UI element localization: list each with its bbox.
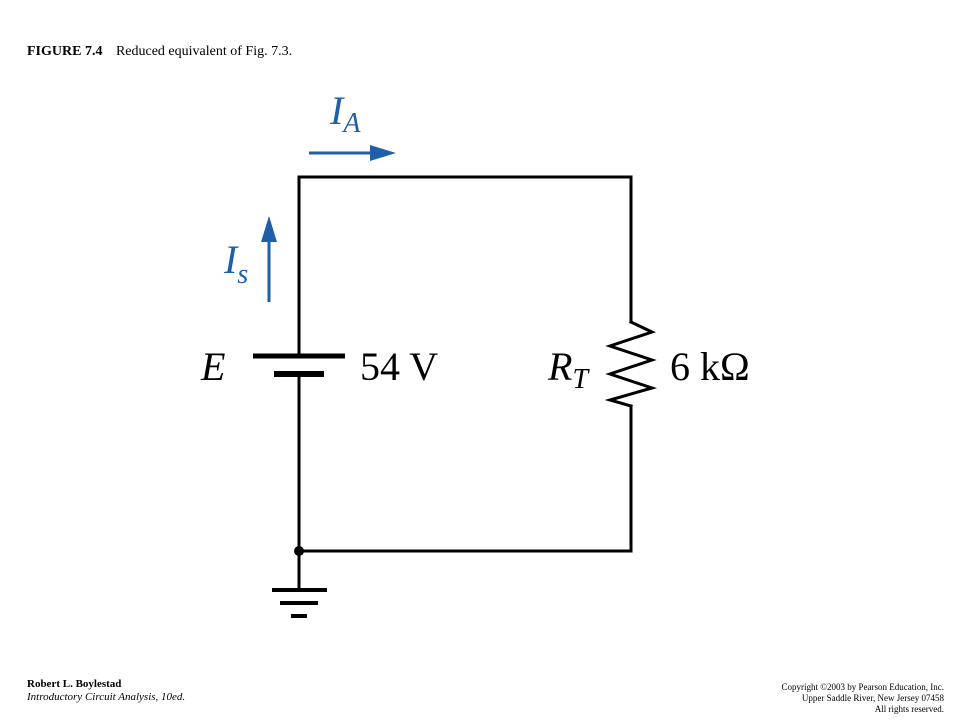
ground-icon — [272, 588, 327, 618]
junction-dot — [294, 546, 304, 556]
resistor-symbol — [604, 320, 658, 408]
current-label-ia: IA — [329, 88, 361, 139]
source-value-label: 54 V — [360, 344, 438, 389]
figure-caption: FIGURE 7.4 Reduced equivalent of Fig. 7.… — [27, 44, 292, 60]
resistor-symbol-label: RT — [547, 344, 590, 395]
footer-credits: Robert L. Boylestad Introductory Circuit… — [27, 678, 185, 704]
footer-author: Robert L. Boylestad — [27, 678, 122, 690]
figure-number: FIGURE 7.4 — [27, 44, 103, 59]
rights-line: All rights reserved. — [874, 704, 944, 714]
figure-description: Reduced equivalent of Fig. 7.3. — [115, 44, 293, 59]
footer-copyright: Copyright ©2003 by Pearson Education, In… — [781, 682, 944, 715]
source-symbol-label: E — [200, 344, 225, 389]
address-line: Upper Saddle River, New Jersey 07458 — [801, 693, 944, 703]
current-arrow-is — [261, 216, 277, 302]
resistor-value-label: 6 kΩ — [670, 344, 750, 389]
current-arrow-ia — [309, 145, 396, 161]
copyright-line: Copyright ©2003 by Pearson Education, In… — [781, 682, 944, 692]
current-label-is: Is — [223, 237, 248, 290]
footer-book: Introductory Circuit Analysis, 10ed. — [27, 691, 186, 703]
